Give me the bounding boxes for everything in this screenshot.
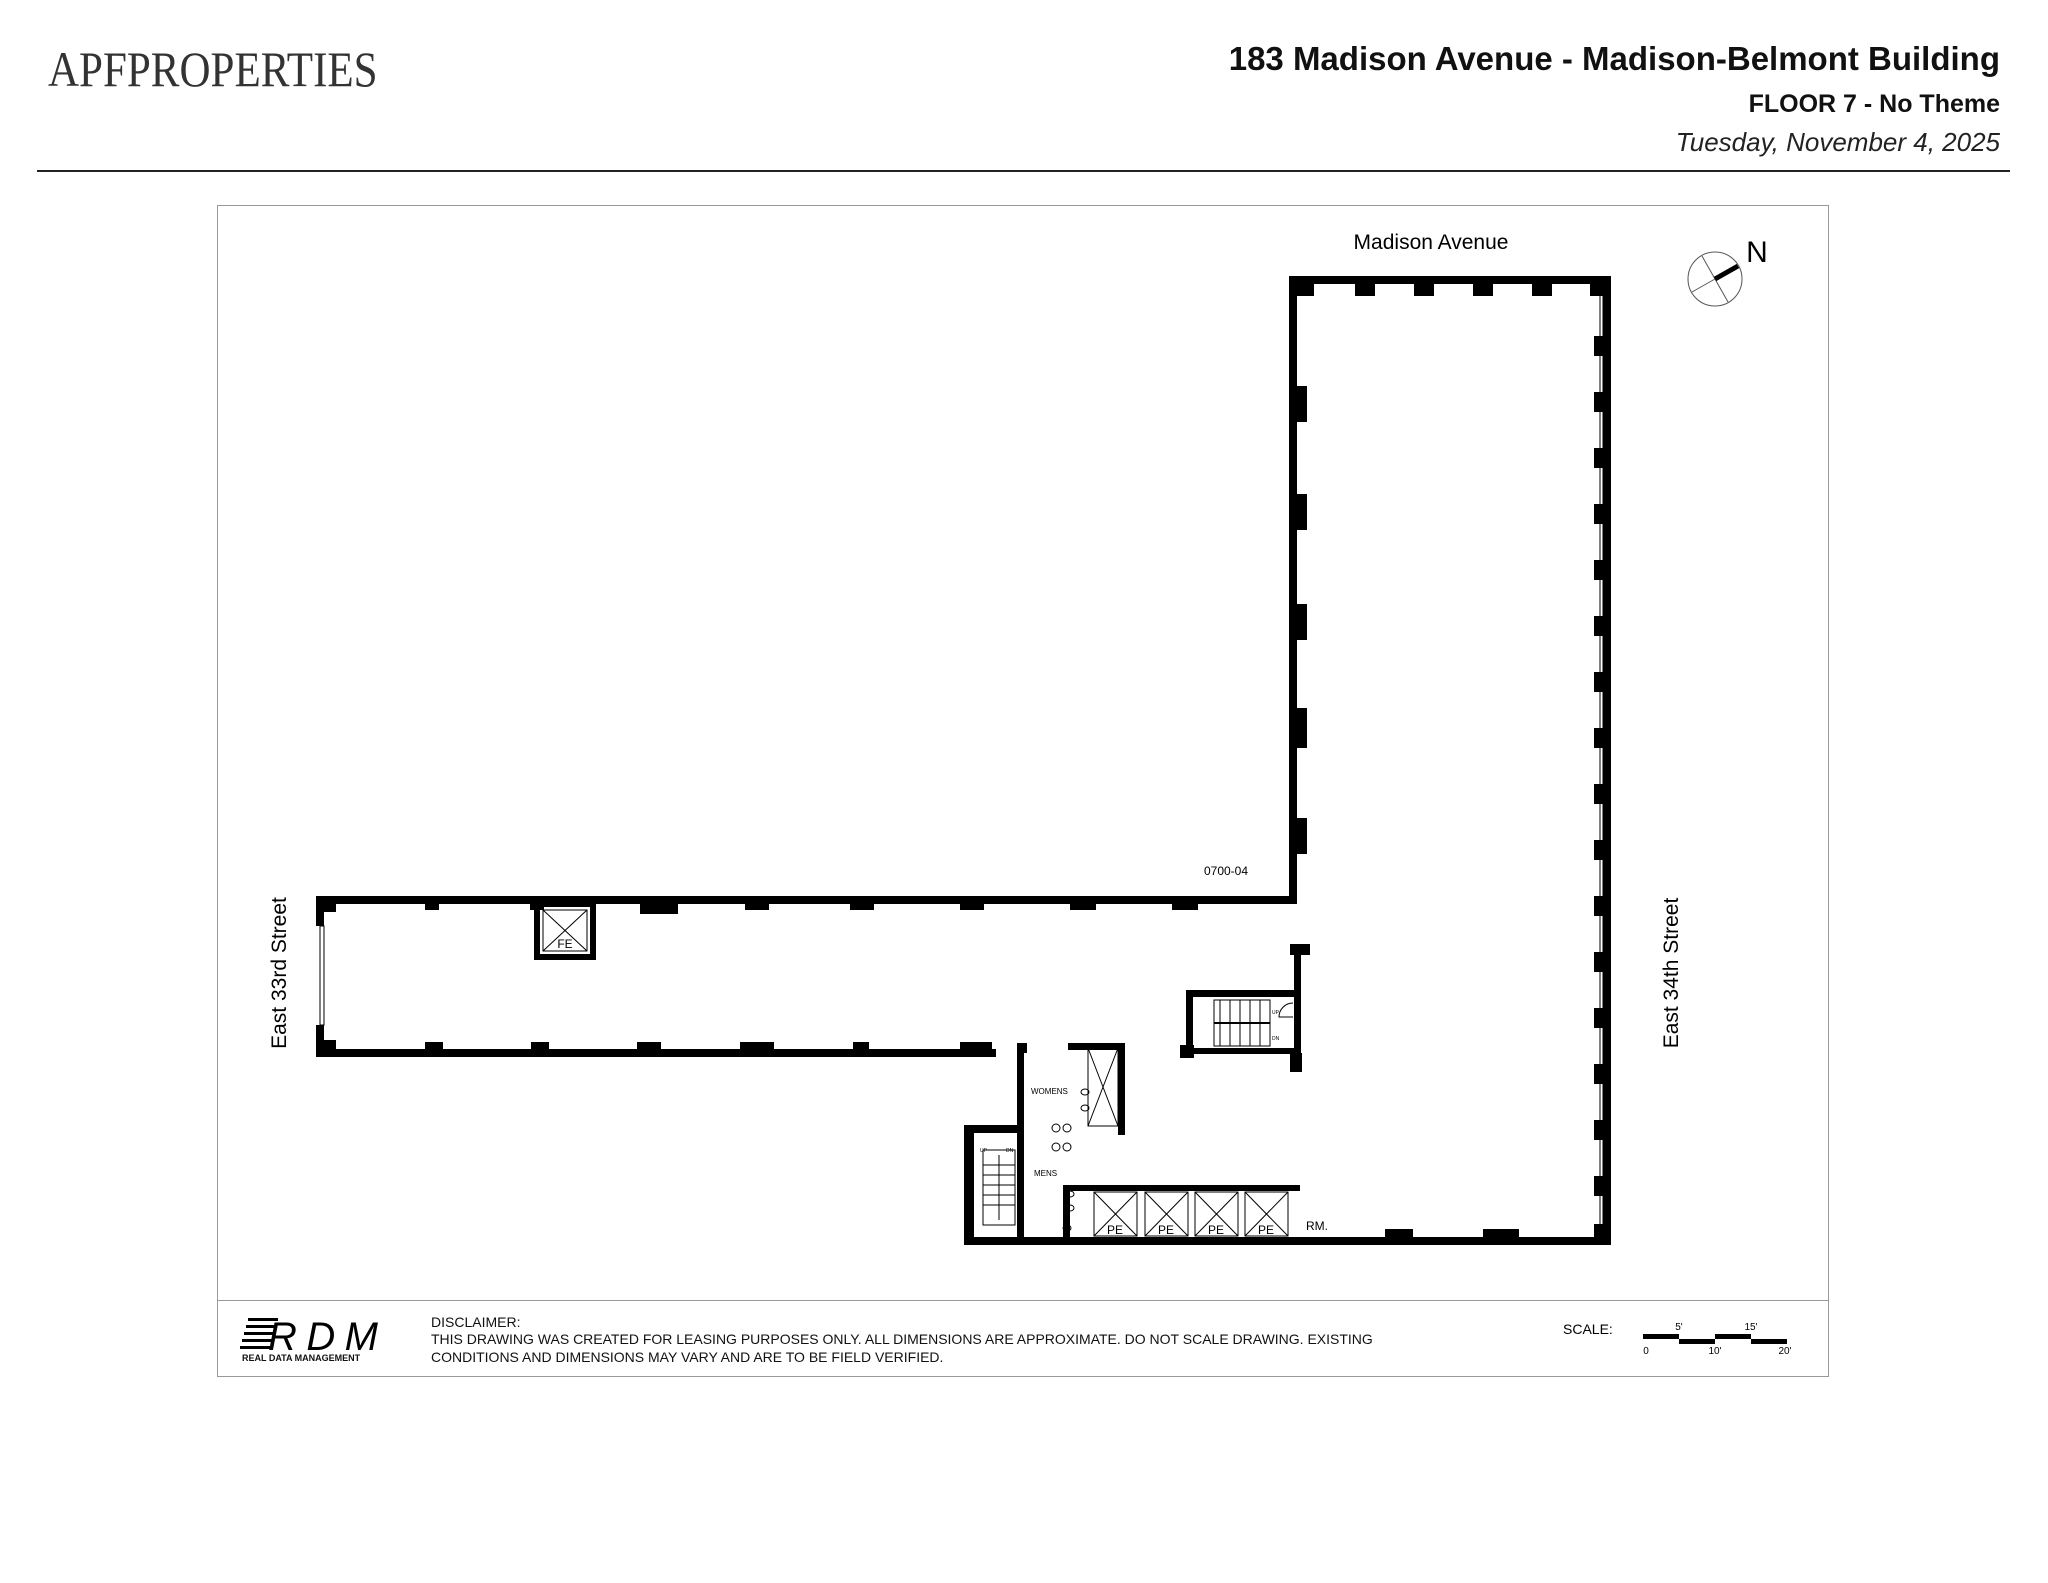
scale-label: SCALE: <box>1563 1321 1613 1337</box>
pe-label: PE <box>1107 1223 1123 1237</box>
report-date: Tuesday, November 4, 2025 <box>1675 127 2000 157</box>
stair-dn-label: DN <box>1272 1036 1280 1042</box>
door-swing <box>1278 1002 1294 1018</box>
walls <box>316 276 1611 1245</box>
floor-label: FLOOR 7 - No Theme <box>1748 90 2000 118</box>
pe-label: PE <box>1158 1223 1174 1237</box>
windows <box>319 277 1604 1231</box>
rdm-logo: RDM <box>240 1315 379 1359</box>
scale-tick: 10' <box>1708 1346 1721 1357</box>
scale-bar <box>1643 1334 1787 1344</box>
north-compass <box>1687 251 1743 307</box>
rdm-logo-text: RDM <box>268 1315 379 1359</box>
pe-label: PE <box>1208 1223 1224 1237</box>
header-divider <box>37 170 2010 172</box>
building-title: 183 Madison Avenue - Madison-Belmont Bui… <box>1228 40 2000 77</box>
scale-tick: 15' <box>1744 1322 1757 1333</box>
street-label-33rd: East 33rd Street <box>268 897 291 1049</box>
suite-id: 0700-04 <box>1204 864 1248 878</box>
fixtures <box>534 901 1294 1237</box>
disclaimer-title: DISCLAIMER: <box>431 1314 521 1330</box>
scale-tick: 5' <box>1675 1322 1683 1333</box>
footer-divider <box>217 1300 1829 1301</box>
stair-up-label: UP <box>1272 1010 1280 1016</box>
drawing-frame <box>217 205 1829 1377</box>
columns <box>316 276 1610 1244</box>
scale-tick: 20' <box>1778 1346 1791 1357</box>
pe-label: PE <box>1258 1223 1274 1237</box>
apf-properties-logo: APFPROPERTIES <box>48 40 378 98</box>
stair-right <box>1213 999 1271 1047</box>
disclaimer-line: CONDITIONS AND DIMENSIONS MAY VARY AND A… <box>431 1349 944 1365</box>
street-label-34th: East 34th Street <box>1660 898 1683 1049</box>
compass-n-label: N <box>1746 236 1768 269</box>
stair-up-label: UP <box>980 1148 988 1154</box>
stair-dn-label: DN <box>1006 1148 1014 1154</box>
street-label-madison: Madison Avenue <box>1354 231 1509 254</box>
womens-label: WOMENS <box>1031 1087 1068 1096</box>
fe-label: FE <box>557 937 572 951</box>
disclaimer-line: THIS DRAWING WAS CREATED FOR LEASING PUR… <box>431 1331 1373 1347</box>
logo-text: APFPROPERTIES <box>48 41 378 97</box>
stair-left <box>982 1149 1016 1226</box>
rdm-subtitle: REAL DATA MANAGEMENT <box>242 1353 361 1363</box>
mens-label: MENS <box>1034 1169 1057 1178</box>
scale-tick: 0 <box>1643 1346 1649 1357</box>
rm-label: RM. <box>1306 1219 1328 1233</box>
